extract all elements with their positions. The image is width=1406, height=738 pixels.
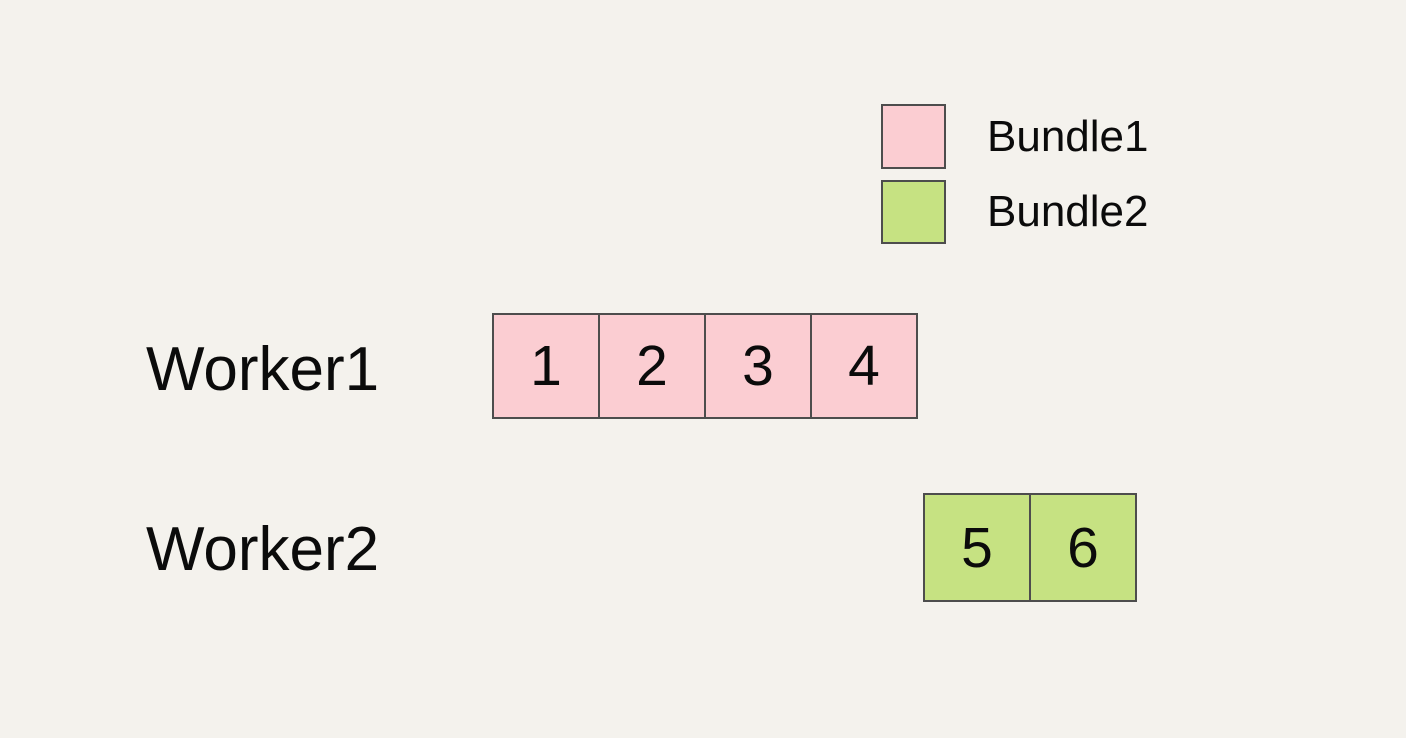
bundle1-color-swatch — [881, 104, 946, 169]
task-cell-3: 3 — [704, 313, 812, 419]
legend-item-bundle2: Bundle2 — [881, 180, 1148, 244]
worker2-label: Worker2 — [146, 515, 380, 584]
legend-label-bundle1: Bundle1 — [987, 111, 1149, 161]
task-cell-5: 5 — [923, 493, 1031, 602]
task-cell-4: 4 — [810, 313, 918, 419]
worker1-label: Worker1 — [146, 335, 380, 404]
legend: Bundle1 Bundle2 — [881, 104, 1148, 244]
worker1-bundle1-row: 1 2 3 4 — [492, 313, 918, 419]
legend-item-bundle1: Bundle1 — [881, 104, 1148, 169]
task-cell-2: 2 — [598, 313, 706, 419]
task-cell-1: 1 — [492, 313, 600, 419]
bundle2-color-swatch — [881, 180, 946, 244]
worker2-bundle2-row: 5 6 — [923, 493, 1137, 602]
task-cell-6: 6 — [1029, 493, 1137, 602]
legend-label-bundle2: Bundle2 — [987, 187, 1149, 236]
